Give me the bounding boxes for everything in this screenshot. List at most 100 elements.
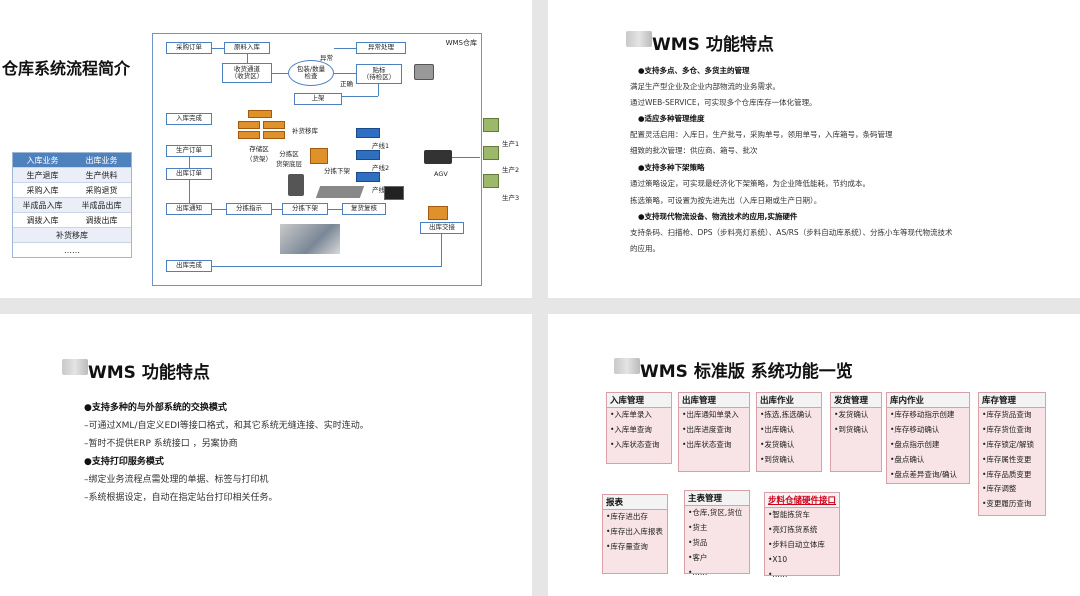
table-cell: 生产供料: [85, 170, 118, 180]
table-header-outbound: 出库业务: [85, 155, 118, 165]
flow-inbound-done: 入库完成: [166, 113, 212, 125]
slide2-line: 的应用。: [630, 244, 660, 253]
module-item: •货主: [688, 522, 708, 532]
module-item: •客户: [688, 552, 708, 562]
module-item: •到货确认: [760, 454, 795, 464]
table-cell: 调拨出库: [85, 215, 118, 225]
flow-production-order: 生产订单: [166, 145, 212, 157]
table-row: 采购入库 采购退货: [13, 182, 131, 197]
slide4-title: WMS 标准版 系统功能一览: [640, 362, 853, 382]
flow-normal-label: 正确: [340, 80, 353, 88]
slide2-line: ●适应多种管理维度: [638, 114, 705, 123]
module-item: •仓库,货区,货位: [688, 508, 743, 517]
flow-pick-area-label: 分拣区 货架底层: [276, 150, 302, 168]
flow-prod3: 生产3: [502, 194, 520, 202]
blurred-logo: [62, 359, 88, 375]
module-header: 主表管理: [685, 491, 749, 506]
flow-line2: 产线2: [372, 164, 390, 172]
module-item: •库存移动指示创建: [890, 410, 955, 419]
flow-line1: 产线1: [372, 142, 390, 150]
table-row: 半成品入库 半成品出库: [13, 197, 131, 212]
module-master-data: 主表管理 •仓库,货区,货位 •货主 •货品 •客户 •……: [684, 490, 750, 577]
production-site-3-icon: [483, 174, 499, 188]
flow-agv: AGV: [434, 170, 448, 178]
line2-tray-icon: [356, 150, 380, 160]
slide2-line: 通过WEB-SERVICE，可实现多个仓库库存一体化管理。: [630, 98, 817, 107]
module-item: •出库进度查询: [682, 424, 732, 434]
slide1-title: 仓库系统流程简介: [2, 59, 131, 78]
flow-label-area: 贴标 （待检区）: [356, 64, 402, 84]
module-header: 出库作业: [757, 393, 821, 408]
flow-prod1: 生产1: [502, 140, 520, 148]
module-item: •X10: [768, 554, 788, 564]
table-cell: ……: [64, 245, 80, 255]
flow-outbound-done: 出库完成: [166, 260, 212, 272]
flow-pick-shelf: 分拣下架: [282, 203, 328, 215]
flow-check-review: 复货复核: [342, 203, 386, 215]
module-item: •智能拣货车: [768, 510, 810, 519]
monitor-icon: [384, 186, 404, 200]
line1-tray-icon: [356, 128, 380, 138]
module-item: •入库状态查询: [610, 439, 660, 449]
module-item: •库存移动确认: [890, 424, 940, 434]
blurred-logo: [626, 31, 652, 47]
slide3-line: –可通过XML/自定义EDI等接口格式，和其它系统无缝连接、实时连动。: [84, 421, 369, 431]
module-item: •库存货位查询: [982, 424, 1032, 434]
flow-exception-handle: 异常处理: [356, 42, 406, 54]
module-item: •亮灯拣货系统: [768, 524, 818, 534]
module-item: •……: [768, 569, 788, 579]
module-outbound-mgmt: 出库管理 •出库通知单录入 •出库进度查询 •出库状态查询: [678, 392, 750, 472]
table-cell: 采购入库: [26, 185, 59, 195]
slide2-line: 拣选策略，可设置为按先进先出（入库日期或生产日期）。: [630, 196, 822, 205]
module-item: •盘点指示创建: [890, 439, 940, 449]
table-cell: 采购退货: [85, 185, 118, 195]
slide-thumbnail-4[interactable]: WMS 标准版 系统功能一览 入库管理 •入库单录入 •入库单查询 •入库状态查…: [548, 314, 1080, 596]
slide-thumbnail-1[interactable]: 仓库系统流程简介 WMS仓库 采购订单 原料入库 收货通道 （收货区） 包装/数…: [0, 0, 532, 298]
slide-thumbnail-3[interactable]: WMS 功能特点 ●支持多种的与外部系统的交换模式 –可通过XML/自定义EDI…: [0, 314, 532, 596]
flow-outbound-notice: 出库通知: [166, 203, 212, 215]
module-reports: 报表 •库存进出存 •库存出入库报表 •库存量查询: [602, 494, 668, 574]
module-hardware-interface: 步料仓储硬件接口 •智能拣货车 •亮灯拣货系统 •步料自动立体库 •X10 •……: [764, 492, 840, 579]
production-site-1-icon: [483, 118, 499, 132]
module-item: •库存出入库报表: [606, 526, 663, 536]
slide2-line: 支持条码、扫描枪、DPS（步料亮灯系统）、AS/RS（步料自动库系统）、分拣小车…: [630, 228, 953, 237]
slide2-line: 通过策略设定，可实现最经济化下架策略，为企业降低能耗，节约成本。: [630, 179, 870, 188]
slide2-line: ●支持多种下架策略: [638, 163, 705, 172]
wms-warehouse-label: WMS仓库: [445, 39, 477, 47]
table-row: 补货移库: [13, 227, 131, 242]
module-item: •库存货品查询: [982, 410, 1032, 419]
flow-purchase-order: 采购订单: [166, 42, 212, 54]
module-item: •发货确认: [760, 439, 795, 449]
table-cell: 调拨入库: [26, 215, 59, 225]
pick-shelf-icon: [310, 148, 328, 164]
table-cell: 半成品入库: [22, 200, 63, 210]
table-cell: 补货移库: [56, 230, 88, 240]
slide2-line: ●支持现代物流设备、物流技术的应用,实施硬件: [638, 212, 798, 221]
flow-storage-label: 存储区 （货架）: [246, 145, 272, 163]
operator-photo: [280, 224, 340, 254]
table-row: ……: [13, 242, 131, 257]
module-item: •盘点差异查询/确认: [890, 469, 957, 479]
table-row: 生产退库 生产供料: [13, 167, 131, 182]
module-header: 出库管理: [679, 393, 749, 408]
module-header: 报表: [603, 495, 667, 510]
slide3-line: –绑定业务流程点需处理的单据、标签与打印机: [84, 475, 269, 485]
module-header: 发货管理: [831, 393, 881, 408]
module-item: •出库确认: [760, 424, 795, 434]
module-item: •出库状态查询: [682, 439, 732, 449]
flow-outbound-handover: 出库交接: [420, 222, 464, 234]
module-item: •库存锁定/解锁: [982, 439, 1034, 449]
module-inbound: 入库管理 •入库单录入 •入库单查询 •入库状态查询: [606, 392, 672, 464]
module-header: 步料仓储硬件接口: [765, 493, 839, 508]
slide3-line: –暂时不提供ERP 系统接口 ，另案协商: [84, 439, 238, 449]
module-item: •出库通知单录入: [682, 410, 739, 419]
flow-outbound-order: 出库订单: [166, 168, 212, 180]
flow-shelve: 上架: [294, 93, 342, 105]
slide2-title: WMS 功能特点: [652, 35, 774, 55]
business-type-table: 入库业务 出库业务 生产退库 生产供料 采购入库 采购退货 半成品入库 半成品出…: [12, 152, 132, 258]
slide-thumbnail-2[interactable]: WMS 功能特点 ●支持多点、多仓、多货主的管理 满足生产型企业及企业内部物流的…: [548, 0, 1080, 298]
flow-replenish: 补货移库: [292, 127, 318, 135]
module-header: 库内作业: [887, 393, 969, 408]
module-inventory: 库存管理 •库存货品查询 •库存货位查询 •库存锁定/解锁 •库存属性变更 •库…: [978, 392, 1046, 516]
module-item: •发货确认: [834, 410, 869, 419]
